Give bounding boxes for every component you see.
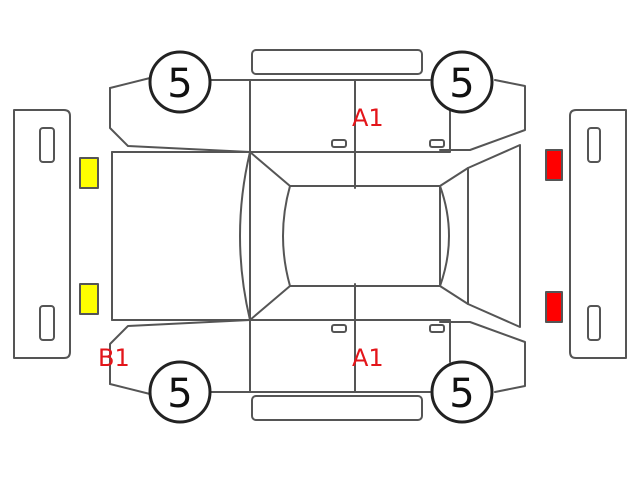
rear-lamp-top [545, 149, 563, 181]
rear-lamp-bottom [545, 291, 563, 323]
wheel-front-left-value: 5 [167, 61, 192, 107]
wheel-front-right-value: 5 [449, 61, 474, 107]
damage-code-front-bumper: B1 [98, 344, 130, 372]
top-side-panel [251, 49, 423, 75]
wheel-rear-left-value: 5 [167, 371, 192, 417]
wheel-front-right: 5 [430, 50, 494, 114]
wheel-rear-right-value: 5 [449, 371, 474, 417]
front-bumper [13, 109, 71, 359]
damage-code-right-side: A1 [352, 344, 384, 372]
wheel-rear-left: 5 [148, 360, 212, 424]
top-door-panels [249, 79, 451, 189]
wheel-rear-right: 5 [430, 360, 494, 424]
roof-top-view [111, 144, 521, 328]
bottom-side-panel [251, 395, 423, 421]
damage-code-left-side: A1 [352, 104, 384, 132]
wheel-front-left: 5 [148, 50, 212, 114]
front-lamp-top [79, 157, 99, 189]
bottom-door-panels [249, 283, 451, 393]
rear-bumper [569, 109, 627, 359]
front-lamp-bottom [79, 283, 99, 315]
